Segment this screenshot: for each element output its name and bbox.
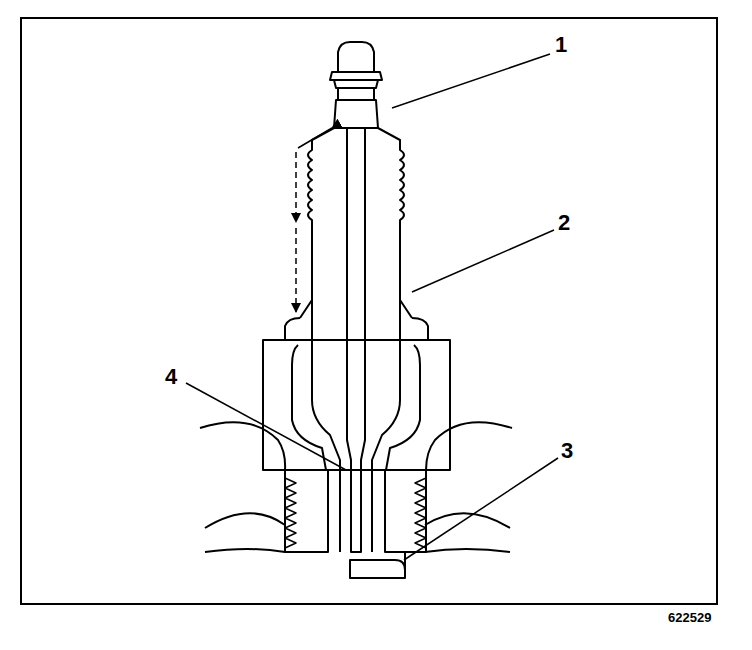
shell-inner — [292, 345, 326, 470]
callout-number: 3 — [561, 440, 573, 462]
leader-line — [412, 230, 554, 292]
leader-line — [404, 458, 558, 560]
shell-hex — [285, 339, 428, 341]
shell-inner — [386, 345, 420, 470]
ground-electrode — [350, 560, 405, 578]
insulator — [378, 128, 412, 318]
callout-number: 1 — [555, 34, 567, 56]
insulator-nose — [312, 300, 340, 552]
head-surface — [425, 513, 510, 528]
spark-plug — [200, 42, 512, 578]
thread — [285, 478, 296, 548]
leakage-path — [295, 228, 297, 312]
shell-hex — [263, 318, 450, 470]
leader-line — [186, 383, 346, 470]
head-surface — [205, 549, 285, 552]
shell-thread — [285, 470, 328, 552]
leader-line — [392, 54, 550, 108]
leader-lines — [186, 54, 558, 560]
figure-number: 622529 — [668, 611, 711, 624]
frame — [21, 18, 717, 604]
insulator — [300, 128, 334, 318]
head-surface — [205, 513, 285, 528]
terminal — [330, 72, 382, 80]
thread — [415, 478, 426, 548]
shell-thread — [385, 470, 426, 552]
leakage-path — [295, 152, 297, 222]
head-surface — [426, 422, 512, 470]
terminal — [338, 88, 374, 100]
terminal — [334, 100, 378, 128]
head-surface — [425, 549, 510, 552]
terminal — [338, 42, 374, 72]
ground-electrode — [395, 552, 405, 570]
leakage-path — [298, 128, 332, 148]
terminal — [334, 80, 378, 88]
callout-number: 2 — [558, 212, 570, 234]
callout-number: 4 — [165, 366, 177, 388]
